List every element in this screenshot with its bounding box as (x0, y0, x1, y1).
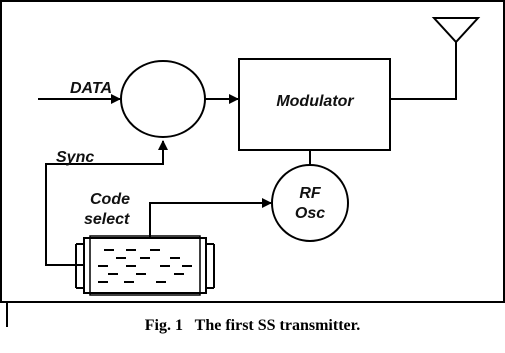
caption-rule (6, 303, 8, 327)
rf-osc-label-line1: RF (299, 185, 322, 202)
caption-area: Fig. 1 The first SS transmitter. (0, 303, 505, 353)
code-select-label-line1: Code (90, 191, 130, 208)
figure-caption: Fig. 1 The first SS transmitter. (144, 317, 361, 334)
data-label: DATA (70, 80, 112, 97)
mixer-circle (120, 60, 206, 138)
rf-osc-label-line2: Osc (295, 205, 325, 222)
sync-line (45, 140, 168, 266)
sync-label: Sync (56, 149, 94, 166)
modulator-to-antenna-line (390, 41, 457, 100)
antenna-icon (431, 17, 481, 44)
modulator-block (238, 58, 391, 151)
code-select-label-line2: select (84, 211, 130, 228)
rf-osc-circle (271, 164, 349, 242)
modulator-label: Modulator (276, 93, 354, 110)
code-drum-icon (75, 235, 215, 296)
transmitter-diagram: DATA Modulator RF Osc Sync Code select (38, 17, 481, 296)
code-select-line (149, 198, 272, 238)
